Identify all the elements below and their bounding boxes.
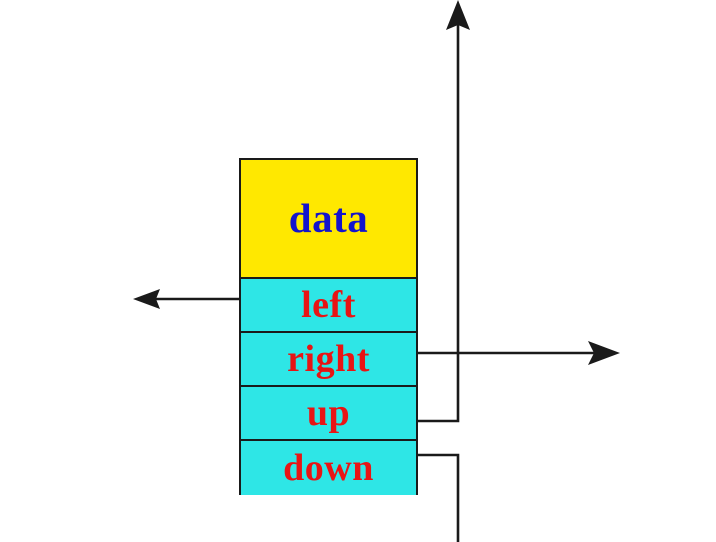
node-field-up-label: up xyxy=(306,392,351,434)
node-field-left-label: left xyxy=(301,284,356,326)
down-pointer-path xyxy=(418,453,460,542)
node-field-data-label: data xyxy=(288,195,369,241)
left-pointer-arrow xyxy=(133,289,253,309)
node-field-data: data xyxy=(241,160,416,279)
right-pointer-arrow xyxy=(418,341,620,365)
up-arrowhead-icon xyxy=(446,0,470,30)
node-field-right-label: right xyxy=(287,338,370,380)
left-arrowhead-icon xyxy=(133,289,160,309)
up-pointer-arrow xyxy=(418,0,470,423)
node-field-left: left xyxy=(241,279,416,333)
node-field-right: right xyxy=(241,333,416,387)
node-box: data left right up down xyxy=(239,158,418,495)
up-pointer-line xyxy=(418,18,460,423)
node-field-down-label: down xyxy=(283,447,374,489)
down-pointer-line xyxy=(418,453,460,542)
right-arrowhead-icon xyxy=(588,341,620,365)
node-field-down: down xyxy=(241,441,416,495)
node-field-up: up xyxy=(241,387,416,441)
